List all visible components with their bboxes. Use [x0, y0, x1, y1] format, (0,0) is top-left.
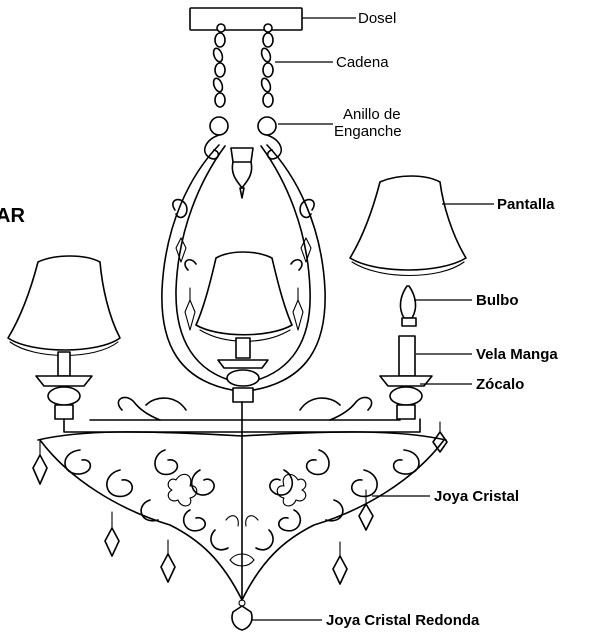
detached-shade: [350, 176, 466, 276]
chandelier-illustration: [8, 8, 466, 630]
crystal-round-bottom: [232, 600, 252, 630]
side-heading: AR: [0, 205, 25, 227]
label-anillo-line2: Enganche: [334, 123, 402, 140]
label-zocalo: Zócalo: [476, 376, 524, 393]
chains: [212, 33, 273, 107]
crystal-left-mid: [161, 540, 175, 582]
callout-labels: Dosel Cadena Anillo de Enganche Pantalla…: [326, 10, 558, 629]
label-joya-cristal: Joya Cristal: [434, 488, 519, 505]
chain-left: [212, 33, 225, 107]
canopy: [190, 8, 302, 32]
label-anillo-line1: Anillo de: [343, 106, 401, 123]
hanging-rings: [210, 117, 276, 135]
crystal-left-low: [105, 512, 119, 556]
crystal-far-right: [433, 422, 447, 452]
crystal-jewels: [33, 422, 447, 630]
label-cadena: Cadena: [336, 54, 389, 71]
left-lamp: [8, 256, 120, 419]
label-joya-cristal-redonda: Joya Cristal Redonda: [326, 612, 480, 629]
label-vela-manga: Vela Manga: [476, 346, 558, 363]
center-lamp: [196, 252, 292, 600]
right-lamp: [380, 286, 432, 419]
label-pantalla: Pantalla: [497, 196, 555, 213]
chain-right: [260, 33, 273, 107]
label-bulbo: Bulbo: [476, 292, 519, 309]
label-dosel: Dosel: [358, 10, 396, 27]
crystal-right-mid: [333, 542, 347, 584]
